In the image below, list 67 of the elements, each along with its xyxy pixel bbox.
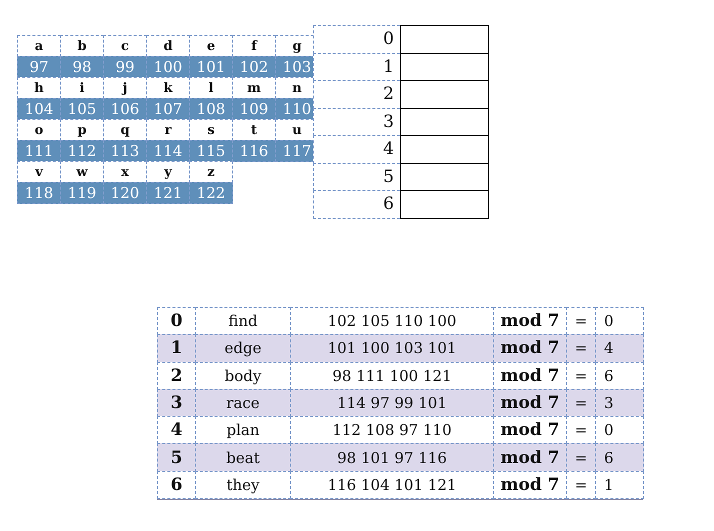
char-code: 107 [146,98,190,120]
remainder: 6 [595,443,644,472]
hash-slot [400,135,489,164]
slot-index: 6 [313,190,400,218]
char-codes: 116 104 101 121 [290,470,494,500]
word: beat [195,443,291,472]
remainder: 6 [595,362,644,390]
row-index: 6 [157,470,196,500]
equals-sign: = [566,334,596,363]
equals-sign: = [566,388,596,418]
letter: o [17,119,61,141]
remainder: 4 [595,334,644,363]
char-code: 106 [103,98,147,120]
row-index: 0 [157,307,196,336]
char-code: 121 [146,182,190,204]
char-codes: 114 97 99 101 [290,388,494,418]
char-code: 113 [103,140,147,162]
char-code: 115 [189,140,233,162]
operator: mod 7 [493,334,567,363]
hash-slot [400,162,489,191]
row-index: 2 [157,362,196,390]
hash-slot [400,190,489,218]
char-codes: 98 101 97 116 [290,443,494,472]
hash-slot [400,108,489,136]
letter: v [17,161,61,183]
char-code: 105 [60,98,104,120]
remainder: 0 [595,416,644,444]
char-code: 97 [17,56,61,78]
equals-sign: = [566,470,596,500]
char-code: 122 [189,182,233,204]
slot-index: 0 [313,25,400,54]
char-codes: 101 100 103 101 [290,334,494,363]
remainder: 0 [595,307,644,336]
char-code: 109 [232,98,276,120]
row-index: 5 [157,443,196,472]
char-code: 114 [146,140,190,162]
operator: mod 7 [493,388,567,418]
row-index: 1 [157,334,196,363]
letter: h [17,77,61,99]
word: race [195,388,291,418]
letter: z [189,161,233,183]
word: they [195,470,291,500]
word: edge [195,334,291,363]
hash-slot [400,80,489,108]
char-code: 102 [232,56,276,78]
equals-sign: = [566,443,596,472]
row-index: 3 [157,388,196,418]
operator: mod 7 [493,443,567,472]
char-code: 98 [60,56,104,78]
hash-slot [400,52,489,81]
char-code: 118 [17,182,61,204]
char-code: 120 [103,182,147,204]
char-code: 100 [146,56,190,78]
char-code: 101 [189,56,233,78]
char-code: 119 [60,182,104,204]
remainder: 1 [595,470,644,500]
char-code: 108 [189,98,233,120]
char-code: 116 [232,140,276,162]
char-code: 104 [17,98,61,120]
letter: a [17,35,61,57]
char-code: 99 [103,56,147,78]
row-index: 4 [157,416,196,444]
hash-slot [400,25,489,54]
operator: mod 7 [493,470,567,500]
remainder: 3 [595,388,644,418]
char-code: 111 [17,140,61,162]
char-code: 112 [60,140,104,162]
